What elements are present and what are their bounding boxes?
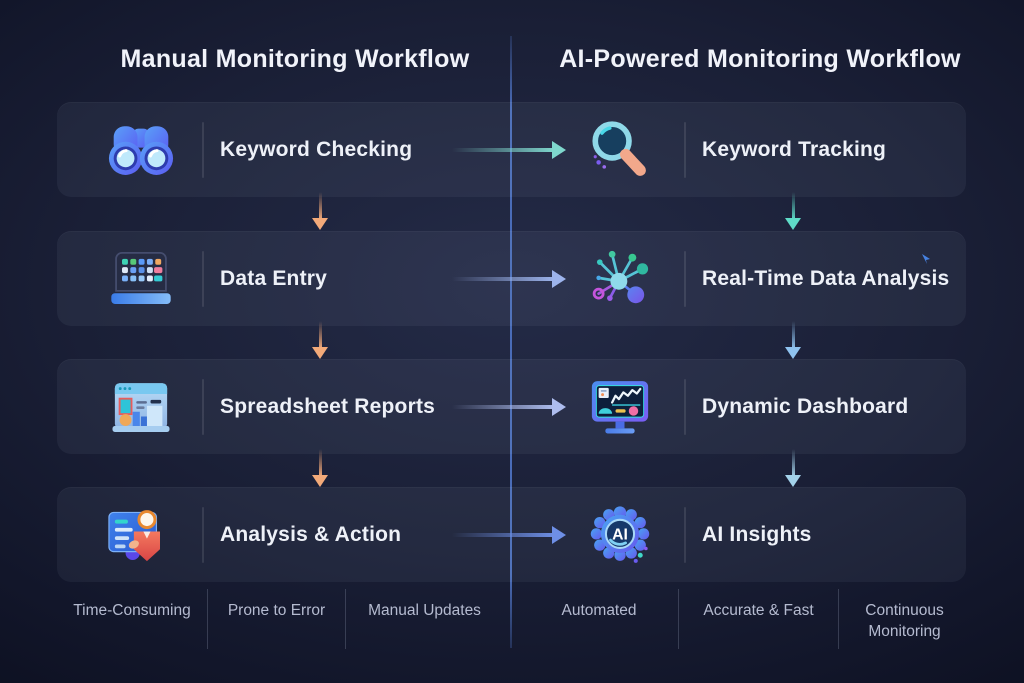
network-nodes-icon <box>584 243 656 315</box>
right-arrow-icon <box>452 140 566 159</box>
attribute-time-consuming: Time-Consuming <box>73 602 191 619</box>
step-label-manual: Keyword Checking <box>220 137 413 161</box>
svg-text:AI: AI <box>612 526 628 543</box>
icon-label-separator <box>684 378 686 435</box>
down-arrow-icon <box>312 449 328 489</box>
icon-label-separator <box>202 506 204 563</box>
right-arrow-icon <box>452 269 566 288</box>
manual-attributes-footer: Time-Consuming Prone to Error Manual Upd… <box>57 589 503 649</box>
row-action: Analysis & Action AI AI Insights <box>57 487 966 582</box>
center-divider-line <box>510 36 512 648</box>
binoculars-icon <box>103 112 179 188</box>
step-label-ai: Keyword Tracking <box>702 137 887 161</box>
step-label-manual: Spreadsheet Reports <box>220 394 436 418</box>
browser-charts-icon <box>103 369 179 445</box>
attribute-prone-to-error: Prone to Error <box>207 589 345 649</box>
magnifier-icon <box>584 114 656 186</box>
row-keyword: Keyword Checking Keyword Tracking <box>57 102 966 197</box>
down-arrow-icon <box>785 449 801 489</box>
row-data: Data Entry R <box>57 231 966 326</box>
ai-workflow-title: AI-Powered Monitoring Workflow <box>559 45 961 73</box>
attribute-automated: Automated <box>561 602 637 619</box>
ai-attributes-footer: Automated Accurate & Fast Continuous Mon… <box>520 589 970 649</box>
icon-label-separator <box>684 506 686 563</box>
manual-workflow-title: Manual Monitoring Workflow <box>120 45 470 73</box>
dashboard-monitor-icon <box>584 371 656 443</box>
icon-label-separator <box>684 121 686 178</box>
ai-brain-icon: AI <box>584 499 656 571</box>
down-arrow-icon <box>312 192 328 232</box>
icon-label-separator <box>202 121 204 178</box>
down-arrow-icon <box>785 192 801 232</box>
attribute-continuous-monitoring: Continuous Monitoring <box>838 589 970 649</box>
step-label-ai: Dynamic Dashboard <box>702 394 909 418</box>
icon-label-separator <box>202 378 204 435</box>
down-arrow-icon <box>312 321 328 361</box>
attribute-accurate-fast: Accurate & Fast <box>678 589 838 649</box>
right-arrow-icon <box>452 525 566 544</box>
step-label-ai: AI Insights <box>702 522 812 546</box>
step-label-manual: Analysis & Action <box>220 522 402 546</box>
step-label-ai: Real-Time Data Analysis <box>702 266 950 290</box>
step-label-manual: Data Entry <box>220 266 328 290</box>
icon-label-separator <box>202 250 204 307</box>
right-arrow-icon <box>452 397 566 416</box>
keyboard-icon <box>103 241 179 317</box>
attribute-manual-updates: Manual Updates <box>345 589 503 649</box>
row-reports: Spreadsheet Reports <box>57 359 966 454</box>
document-person-icon <box>103 497 179 573</box>
down-arrow-icon <box>785 321 801 361</box>
cursor-artifact-icon <box>921 254 931 265</box>
icon-label-separator <box>684 250 686 307</box>
